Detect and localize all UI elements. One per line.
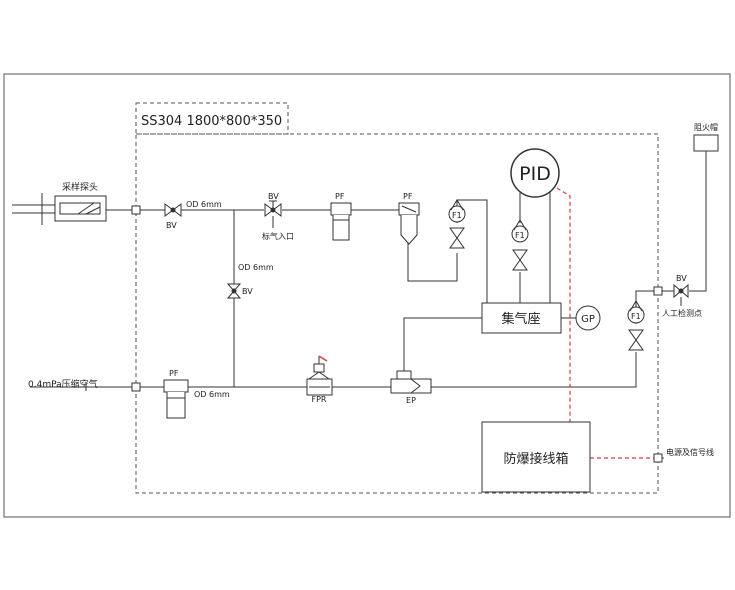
gas-manifold: 集气座 [481,302,562,334]
gp-label: GP [581,314,595,325]
outer-frame [3,73,731,518]
air-supply-label: 0.4mPa压缩空气 [28,378,98,390]
sample-probe: 采样探头 [54,181,107,222]
manual-test-point-label: 人工检测点 [662,308,702,318]
ejector-pump: EP [390,370,432,405]
manifold-label: 集气座 [501,311,540,327]
tube-label-1: OD 6mm [186,200,222,209]
ep-label: EP [406,396,416,405]
tube-label-2: OD 6mm [238,263,274,272]
signal-lines [556,187,664,459]
bulkhead-power [653,453,663,463]
cal-gas-inlet-label: 标气入口 [262,231,294,241]
junction-box: 防爆接线箱 [481,421,591,493]
flowmeter-3: F1 [627,300,645,351]
bulkhead-air [131,382,141,392]
pressure-regulator: FPR [306,355,333,404]
particle-filter-air: PF [163,369,189,419]
flowmeter-1: F1 [448,199,466,249]
process-lines [12,151,707,388]
ball-valve-1: BV [164,203,182,230]
junction-box-label: 防爆接线箱 [503,451,568,467]
ball-valve-cal-gas-label: BV [268,192,279,201]
tube-label-3: OD 6mm [194,390,230,399]
enclosure-boundary [135,133,659,494]
particle-filter-1: PF [330,192,352,241]
ball-valve-test-point-label: BV [676,274,687,283]
pressure-gauge: GP [575,305,601,331]
flame-arrester: 阻火帽 [693,122,719,152]
power-signal-label: 电源及信号线 [666,447,714,457]
bulkhead-sample [131,205,141,215]
particle-filter-1-label: PF [335,192,345,201]
ball-valve-cal-gas: BV 标气入口 [262,192,294,241]
pid-signal-line [556,187,571,422]
sample-probe-label: 采样探头 [62,181,98,193]
flowmeter-2: F1 [511,219,529,271]
enclosure-label: SS304 1800*800*350 [141,114,282,129]
enclosure-title-box [135,102,289,135]
pid-label: PID [519,163,551,185]
ball-valve-vertical: BV [226,283,253,299]
ball-valve-vertical-label: BV [242,287,253,296]
particle-filter-2-label: PF [403,192,413,201]
flowmeter-1-label: F1 [452,211,462,220]
particle-filter-air-label: PF [169,369,179,378]
bulkhead-fittings [131,205,663,463]
probe-pipe [12,204,55,214]
bulkhead-test [653,286,663,296]
particle-filter-2: PF [398,192,420,245]
ball-valve-test-point: BV 人工检测点 [662,274,702,318]
flowmeter-2-label: F1 [515,231,525,240]
fpr-label: FPR [312,395,327,404]
flowmeter-3-label: F1 [631,312,641,321]
pid-detector: PID [510,148,560,198]
ball-valve-1-label: BV [166,221,177,230]
flame-arrester-label: 阻火帽 [694,122,718,132]
